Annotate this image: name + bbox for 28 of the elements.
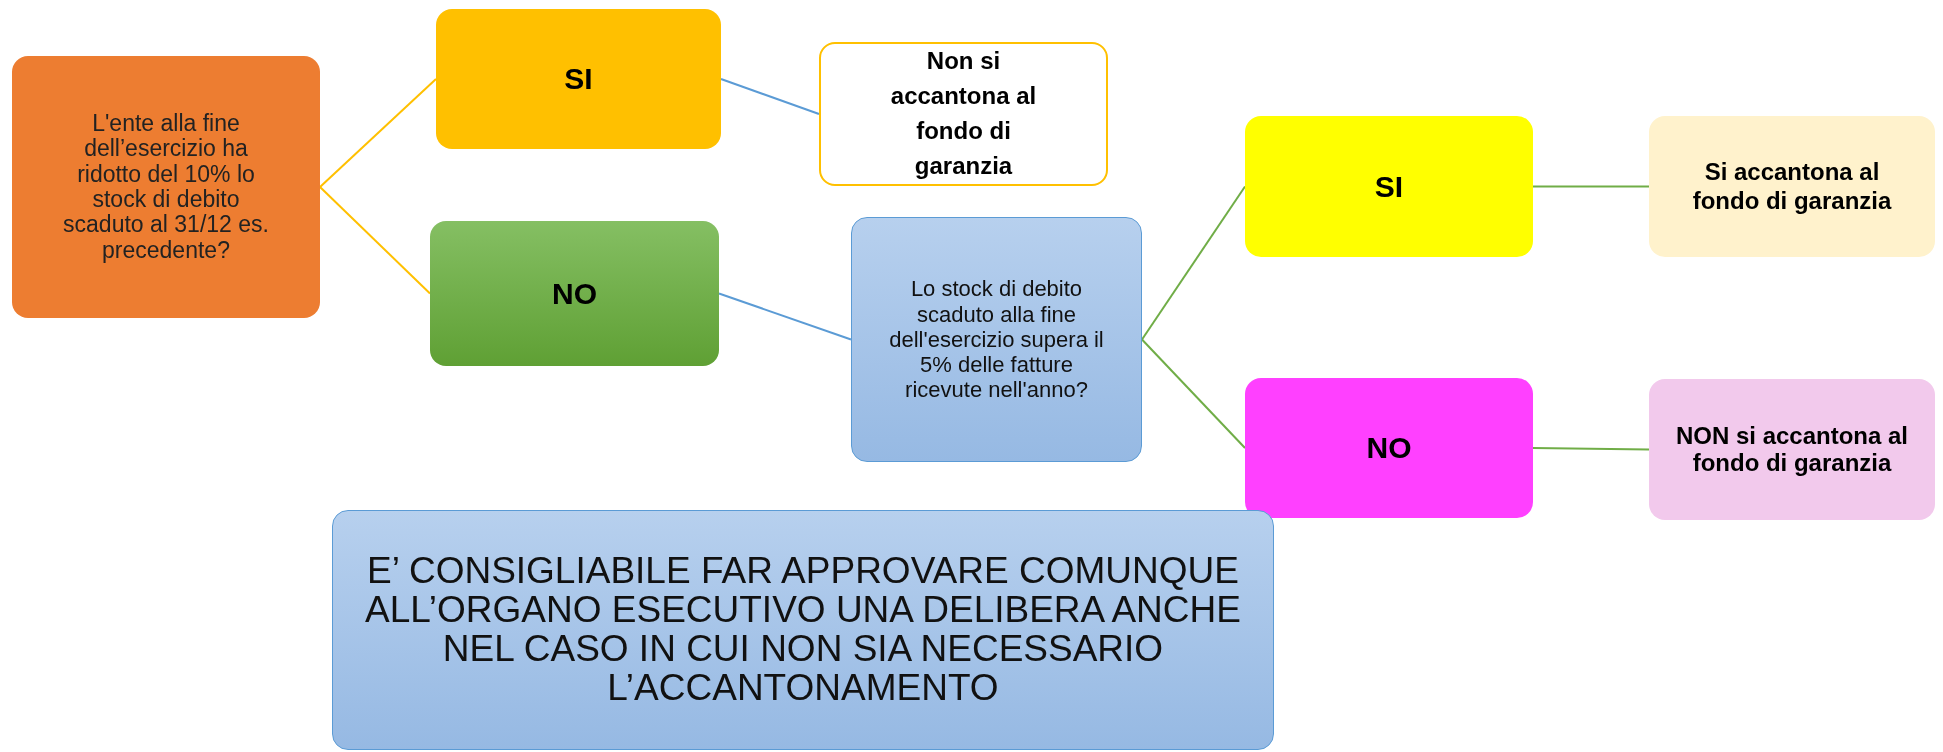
connector-line	[718, 292, 852, 341]
connector-line	[1141, 338, 1246, 449]
answer-label: SI	[1373, 168, 1405, 205]
answer-box	[1245, 116, 1533, 257]
question-text: Lo stock di debito scaduto alla fine dell'esercizio supera il 5% delle fatture ricevute nell'anno?	[888, 275, 1105, 405]
question-box	[12, 56, 320, 318]
answer-box	[436, 9, 721, 149]
connector-line	[319, 186, 431, 295]
answer-box	[430, 221, 719, 366]
connector-line	[1532, 185, 1650, 188]
question-text: L'ente alla fine dell’esercizio ha ridotto del 10% lo stock di debito scaduto al 31/12 es. precedente?	[62, 109, 270, 265]
outcome-box	[1649, 116, 1935, 257]
answer-box	[1245, 378, 1533, 518]
connector-line	[319, 78, 437, 188]
note-box	[332, 510, 1274, 750]
outcome-text: NON si accantona al fondo di garanzia	[1674, 421, 1910, 478]
note-text: E’ CONSIGLIABILE FAR APPROVARE COMUNQUE ALL’ORGANO ESECUTIVO UNA DELIBERA ANCHE NEL CASO IN CUI NON SIA NECESSARIO L’ACCANTONAMENTO	[364, 549, 1242, 710]
connector-line	[720, 78, 820, 115]
outcome-text: Si accantona al fondo di garanzia	[1691, 156, 1893, 216]
connector-line	[1141, 185, 1246, 341]
outcome-box	[819, 42, 1108, 186]
outcome-box	[1649, 379, 1935, 520]
outcome-text: Non si accantona al fondo di garanzia	[889, 46, 1038, 181]
question-box	[851, 217, 1142, 462]
answer-label: NO	[1365, 430, 1413, 466]
answer-label: SI	[563, 61, 594, 97]
answer-label: NO	[551, 275, 598, 312]
connector-line	[1532, 447, 1650, 451]
